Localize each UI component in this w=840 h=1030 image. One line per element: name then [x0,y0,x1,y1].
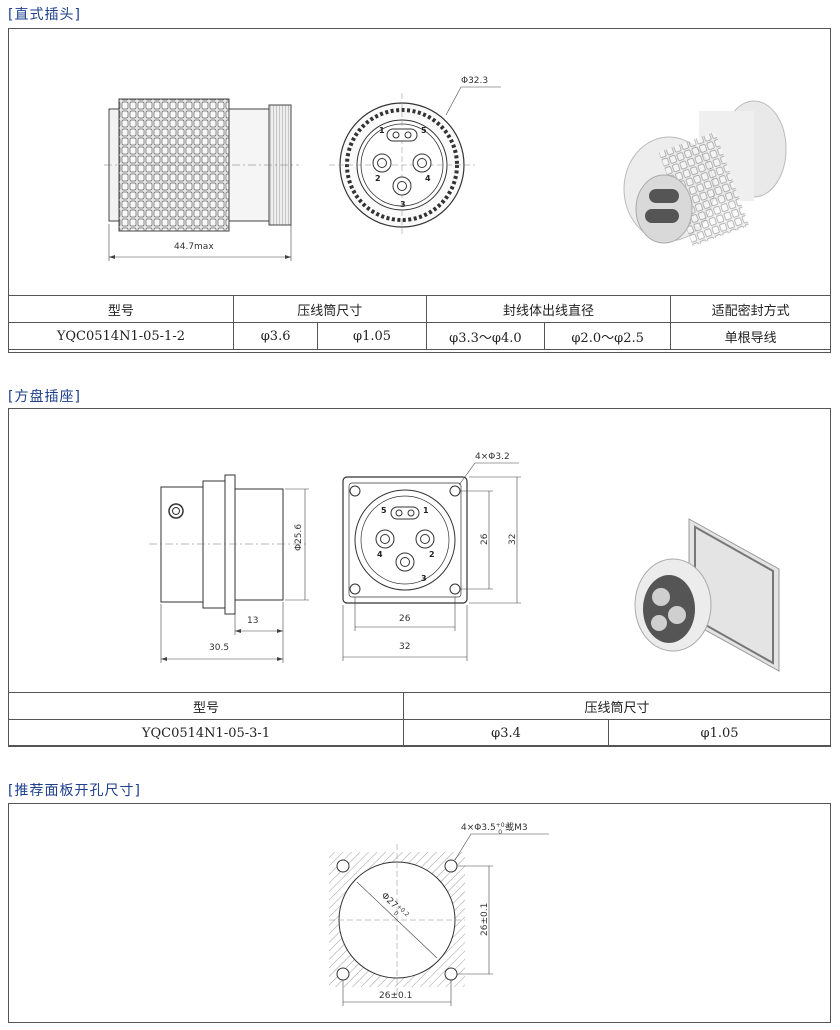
pin-label-5: 5 [421,126,427,135]
dim-26-height: 26 [480,533,490,545]
dim-holes: 4×Φ3.2 [475,452,510,462]
socket-pin-5: 5 [381,506,387,515]
plug-front-view: 1 5 2 4 3 Φ32.3 [329,76,501,237]
cell-crimp-1: φ3.6 [232,322,319,350]
cell-cable-1: φ3.3～φ4.0 [425,322,546,350]
socket-header-model: 型号 [8,692,404,720]
socket-pin-2: 2 [429,550,435,559]
socket-header-crimp: 压线筒尺寸 [403,692,831,720]
socket-cell-crimp-1: φ3.4 [403,719,609,747]
dim-cut-width: 26±0.1 [379,991,412,1001]
dim-32-height: 32 [508,534,518,545]
dim-length: 44.7max [174,242,214,252]
dim-26-width: 26 [399,614,411,624]
plug-spec-table: 型号 压线筒尺寸 封线体出线直径 适配密封方式 YQC0514N1-05-1-2… [8,295,831,350]
socket-pin-4: 4 [377,550,383,559]
header-model: 型号 [8,295,234,323]
section-title-cutout: [推荐面板开孔尺寸] [8,783,141,799]
socket-front-view: 5 1 4 2 3 4×Φ3.2 26 32 26 32 [342,452,521,661]
socket-cell-crimp-2: φ1.05 [608,719,831,747]
socket-cell-model: YQC0514N1-05-3-1 [8,719,404,747]
dim-32-width: 32 [399,642,410,652]
socket-drawing: 13 30.5 Φ25.6 5 1 [149,452,780,672]
pin-label-4: 4 [425,174,431,183]
header-cable-dia: 封线体出线直径 [425,295,672,323]
socket-side-view: 13 30.5 Φ25.6 [149,474,309,663]
panel-plug: 44.7max 1 5 2 4 3 Φ32.3 [8,28,831,353]
section-title-socket: [方盘插座] [8,389,81,405]
dim-cut-height: 26±0.1 [480,903,490,936]
header-seal: 适配密封方式 [670,295,831,323]
cell-cable-2: φ2.0～φ2.5 [544,322,672,350]
plug-drawing: 44.7max 1 5 2 4 3 Φ32.3 [104,76,787,261]
panel-socket: 13 30.5 Φ25.6 5 1 [8,408,831,747]
socket-3d-render [634,518,780,672]
plug-side-view: 44.7max [104,98,299,261]
cell-model: YQC0514N1-05-1-2 [8,322,234,350]
header-crimp: 压线筒尺寸 [232,295,427,323]
plug-3d-render [623,100,787,247]
cell-crimp-2: φ1.05 [317,322,427,350]
pin-label-3: 3 [400,200,406,209]
pin-label-1: 1 [379,126,385,135]
dim-diameter-25-6: Φ25.6 [294,524,304,551]
socket-pin-1: 1 [423,506,429,515]
socket-pin-3: 3 [421,574,427,583]
socket-spec-table: 型号 压线筒尺寸 YQC0514N1-05-3-1 φ3.4 φ1.05 [8,692,831,747]
cell-seal: 单根导线 [670,322,831,350]
pin-label-2: 2 [375,174,381,183]
dim-30-5: 30.5 [209,643,229,653]
dim-13: 13 [247,616,258,626]
dim-diameter: Φ32.3 [461,76,488,86]
section-title-plug: [直式插头] [8,7,81,23]
